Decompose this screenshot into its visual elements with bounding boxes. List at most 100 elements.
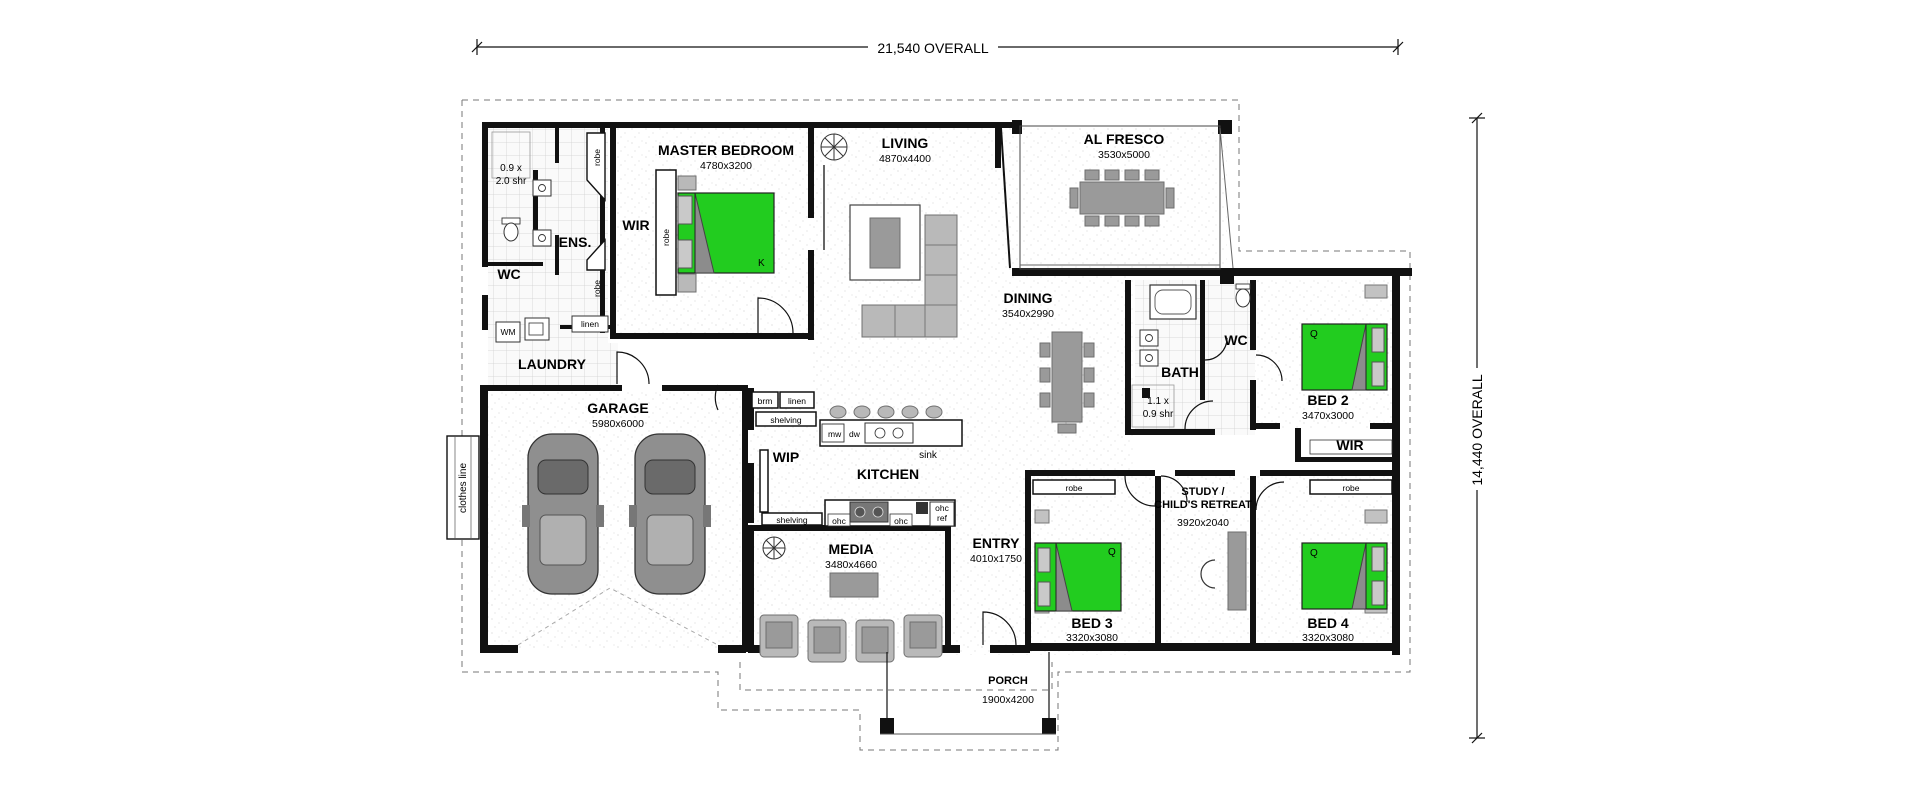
study-dim: 3920x2040	[1177, 517, 1229, 529]
alfresco-table	[1079, 181, 1165, 215]
bed-2-name: BED 2	[1307, 392, 1348, 408]
linen-label-kitchen: linen	[788, 396, 806, 406]
bed-3-dim: 3320x3080	[1066, 632, 1118, 644]
overall-depth-label: 14,440 OVERALL	[1469, 374, 1485, 486]
ohc-label-1: ohc	[832, 516, 846, 526]
alfresco: AL FRESCO 3530x5000	[1019, 125, 1234, 270]
robe-label-bed-4: robe	[1342, 483, 1359, 493]
wc-ensuite-name: WC	[497, 266, 520, 282]
clothes-line-label: clothes line	[458, 463, 469, 513]
recliner-icon	[807, 619, 847, 663]
media-dim: 3480x4660	[825, 559, 877, 571]
master-bedroom: robe K MASTER BEDROOM 4780x3200	[655, 142, 794, 334]
bed-4-dim: 3320x3080	[1302, 632, 1354, 644]
recliner-icon	[855, 619, 895, 663]
clothes-line: clothes line	[446, 435, 480, 540]
living-dim: 4870x4400	[879, 153, 931, 165]
sink-label: sink	[919, 450, 938, 461]
toilet-icon	[503, 222, 519, 242]
car-icon	[629, 433, 711, 595]
bed-2-dim: 3470x3000	[1302, 410, 1354, 422]
living-name: LIVING	[882, 135, 929, 151]
garage: GARAGE 5980x6000	[517, 384, 719, 646]
robe-label-master: robe	[661, 229, 671, 246]
master-bedroom-dim: 4780x3200	[700, 160, 752, 172]
shelving-label-lower: shelving	[776, 515, 807, 525]
bed-2-size: Q	[1310, 329, 1318, 340]
chair-icon	[1200, 559, 1216, 589]
ohc-ref-label-1: ohc	[935, 503, 949, 513]
bed-4-size: Q	[1310, 548, 1318, 559]
bed-4: robe Q BED 4 3320x3080	[1255, 479, 1393, 644]
bed-2: Q BED 2 3470x3000 WIR	[1255, 284, 1393, 455]
media-table	[829, 572, 879, 598]
master-bed	[677, 192, 775, 274]
ohc-ref-label-2: ref	[937, 513, 948, 523]
garage-dim: 5980x6000	[592, 418, 644, 430]
wip-name: WIP	[773, 449, 799, 465]
sink-icon	[864, 422, 914, 444]
recliner-icon	[759, 614, 799, 658]
recliner-icon	[903, 614, 943, 658]
bath-name: BATH	[1161, 364, 1199, 380]
bed-3-name: BED 3	[1071, 615, 1112, 631]
media-room: MEDIA 3480x4660	[759, 536, 943, 663]
dining-name: DINING	[1004, 290, 1053, 306]
robe-label-wir-1: robe	[592, 149, 602, 166]
wir-master-name: WIR	[622, 217, 649, 233]
entry-porch: ENTRY 4010x1750 PORCH 1900x4200	[880, 535, 1056, 735]
master-bed-size: K	[758, 258, 765, 269]
overall-width-label: 21,540 OVERALL	[877, 40, 989, 56]
bath-shower-size-2: 0.9 shr	[1143, 409, 1174, 420]
porch-name: PORCH	[988, 675, 1028, 687]
shelving-label-upper: shelving	[770, 415, 801, 425]
microwave-label: mw	[828, 429, 842, 439]
linen-label-laundry: linen	[581, 319, 599, 329]
laundry-name: LAUNDRY	[518, 356, 587, 372]
ohc-label-2: ohc	[894, 516, 908, 526]
study-name-line2: CHILD'S RETREAT	[1154, 499, 1252, 511]
bath-area: BATH 1.1 x 0.9 shr WC	[1131, 283, 1251, 430]
entry-dim: 4010x1750	[970, 553, 1022, 565]
garage-name: GARAGE	[587, 400, 648, 416]
plant-icon	[762, 536, 786, 560]
porch-dim: 1900x4200	[982, 694, 1034, 706]
master-bedroom-name: MASTER BEDROOM	[658, 142, 794, 158]
kitchen-name: KITCHEN	[857, 466, 919, 482]
robe-label-wir-2: robe	[592, 280, 602, 297]
study: STUDY / CHILD'S RETREAT 3920x2040	[1154, 475, 1252, 611]
car-icon	[522, 433, 604, 595]
wc-main-name: WC	[1224, 332, 1247, 348]
bath-shower-size-1: 1.1 x	[1147, 396, 1169, 407]
broom-cupboard-label: brm	[758, 396, 773, 406]
bed-3: robe Q BED 3 3320x3080	[1032, 475, 1156, 644]
overall-depth-dimension: 14,440 OVERALL	[1467, 112, 1487, 744]
dining-dim: 3540x2990	[1002, 308, 1054, 320]
toilet-icon	[1235, 288, 1251, 308]
entry-name: ENTRY	[973, 535, 1021, 551]
study-desk	[1227, 531, 1247, 611]
ensuite-area: 0.9 x 2.0 shr ENS. WC robe robe WIR WM l…	[491, 131, 650, 385]
coffee-table	[869, 217, 901, 269]
wir-bed-2-name: WIR	[1336, 437, 1363, 453]
ensuite-name: ENS.	[559, 234, 592, 250]
plant-icon	[820, 133, 848, 161]
bed-4-name: BED 4	[1307, 615, 1348, 631]
media-name: MEDIA	[828, 541, 873, 557]
sofa	[861, 214, 958, 338]
ens-shower-size-2: 2.0 shr	[496, 176, 527, 187]
robe-label-bed-3: robe	[1065, 483, 1082, 493]
study-name-line1: STUDY /	[1181, 486, 1224, 498]
overall-width-dimension: 21,540 OVERALL	[471, 37, 1404, 57]
alfresco-dim: 3530x5000	[1098, 149, 1150, 161]
kitchen: brm linen shelving WIP shelving mw dw si…	[751, 391, 963, 527]
bed-3-size: Q	[1108, 547, 1116, 558]
dining: DINING 3540x2990	[1002, 290, 1095, 434]
living: LIVING 4870x4400	[820, 127, 1011, 338]
alfresco-name: AL FRESCO	[1084, 131, 1165, 147]
ens-shower-size-1: 0.9 x	[500, 163, 522, 174]
washing-machine-label: WM	[500, 327, 515, 337]
dining-table	[1051, 331, 1083, 423]
floor-fill	[487, 128, 1400, 655]
